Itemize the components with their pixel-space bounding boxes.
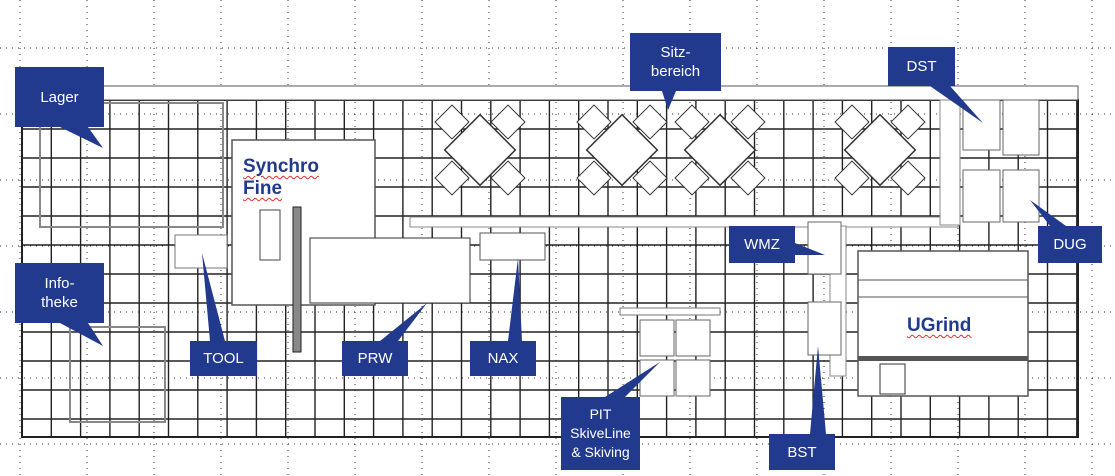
chair	[730, 104, 766, 140]
callout-pointer	[202, 253, 225, 341]
chair	[834, 160, 870, 196]
callout-pointer	[605, 362, 660, 397]
table	[585, 113, 659, 187]
lager-area	[39, 102, 224, 228]
ugrind-panel	[879, 363, 906, 395]
chair	[632, 104, 668, 140]
label-pit-skiveline: PIT SkiveLine & Skiving	[561, 397, 640, 470]
label-lager: Lager	[15, 67, 104, 127]
pit-box	[675, 319, 711, 357]
chair	[890, 160, 926, 196]
chair	[434, 104, 470, 140]
callout-pointer	[662, 91, 676, 110]
ugrind-band	[858, 356, 1028, 361]
label-dug: DUG	[1038, 226, 1102, 263]
label-infotheke: Info- theke	[15, 263, 104, 323]
callout-pointer	[795, 243, 825, 255]
machine-ugrind: UGrind	[907, 315, 972, 336]
chair	[434, 160, 470, 196]
machine-synchro-fine: Synchro Fine	[243, 156, 320, 199]
dug-box	[1002, 169, 1040, 223]
label-dst: DST	[888, 47, 955, 86]
corridor	[939, 99, 961, 226]
corridor	[409, 216, 959, 228]
nax-machine	[479, 232, 546, 261]
label-tool: TOOL	[190, 341, 257, 376]
chair	[576, 160, 612, 196]
dug-box	[962, 169, 1001, 223]
callout-pointer	[508, 258, 522, 341]
chair	[490, 160, 526, 196]
pit-bar	[619, 307, 721, 316]
tool-cabinet	[174, 234, 228, 269]
chair	[490, 104, 526, 140]
callout-pointer	[1030, 200, 1066, 226]
wmz-box	[807, 221, 842, 275]
table	[443, 113, 517, 187]
pit-box	[675, 359, 711, 397]
label-bst: BST	[769, 434, 835, 470]
callout-pointer	[930, 86, 983, 123]
prw-machine	[309, 237, 471, 304]
chair	[890, 104, 926, 140]
label-wmz: WMZ	[729, 226, 795, 263]
chair	[730, 160, 766, 196]
table	[683, 113, 757, 187]
callout-pointer	[810, 346, 826, 434]
pit-box	[639, 319, 675, 357]
chair	[834, 104, 870, 140]
chair	[632, 160, 668, 196]
outer-wall	[21, 85, 1079, 101]
chair	[576, 104, 612, 140]
pit-box	[639, 359, 675, 397]
callout-pointer	[380, 303, 427, 341]
gantry	[292, 206, 302, 353]
table	[843, 113, 917, 187]
callout-pointer	[60, 323, 103, 346]
machine-part	[259, 209, 281, 261]
infotheke-area	[69, 326, 166, 423]
dst-box	[1002, 99, 1040, 156]
bst-box	[807, 301, 842, 356]
chair	[674, 104, 710, 140]
label-prw: PRW	[342, 341, 408, 376]
label-nax: NAX	[470, 341, 536, 376]
callout-pointer	[60, 127, 103, 148]
label-sitzbereich: Sitz- bereich	[630, 33, 721, 91]
chair	[674, 160, 710, 196]
